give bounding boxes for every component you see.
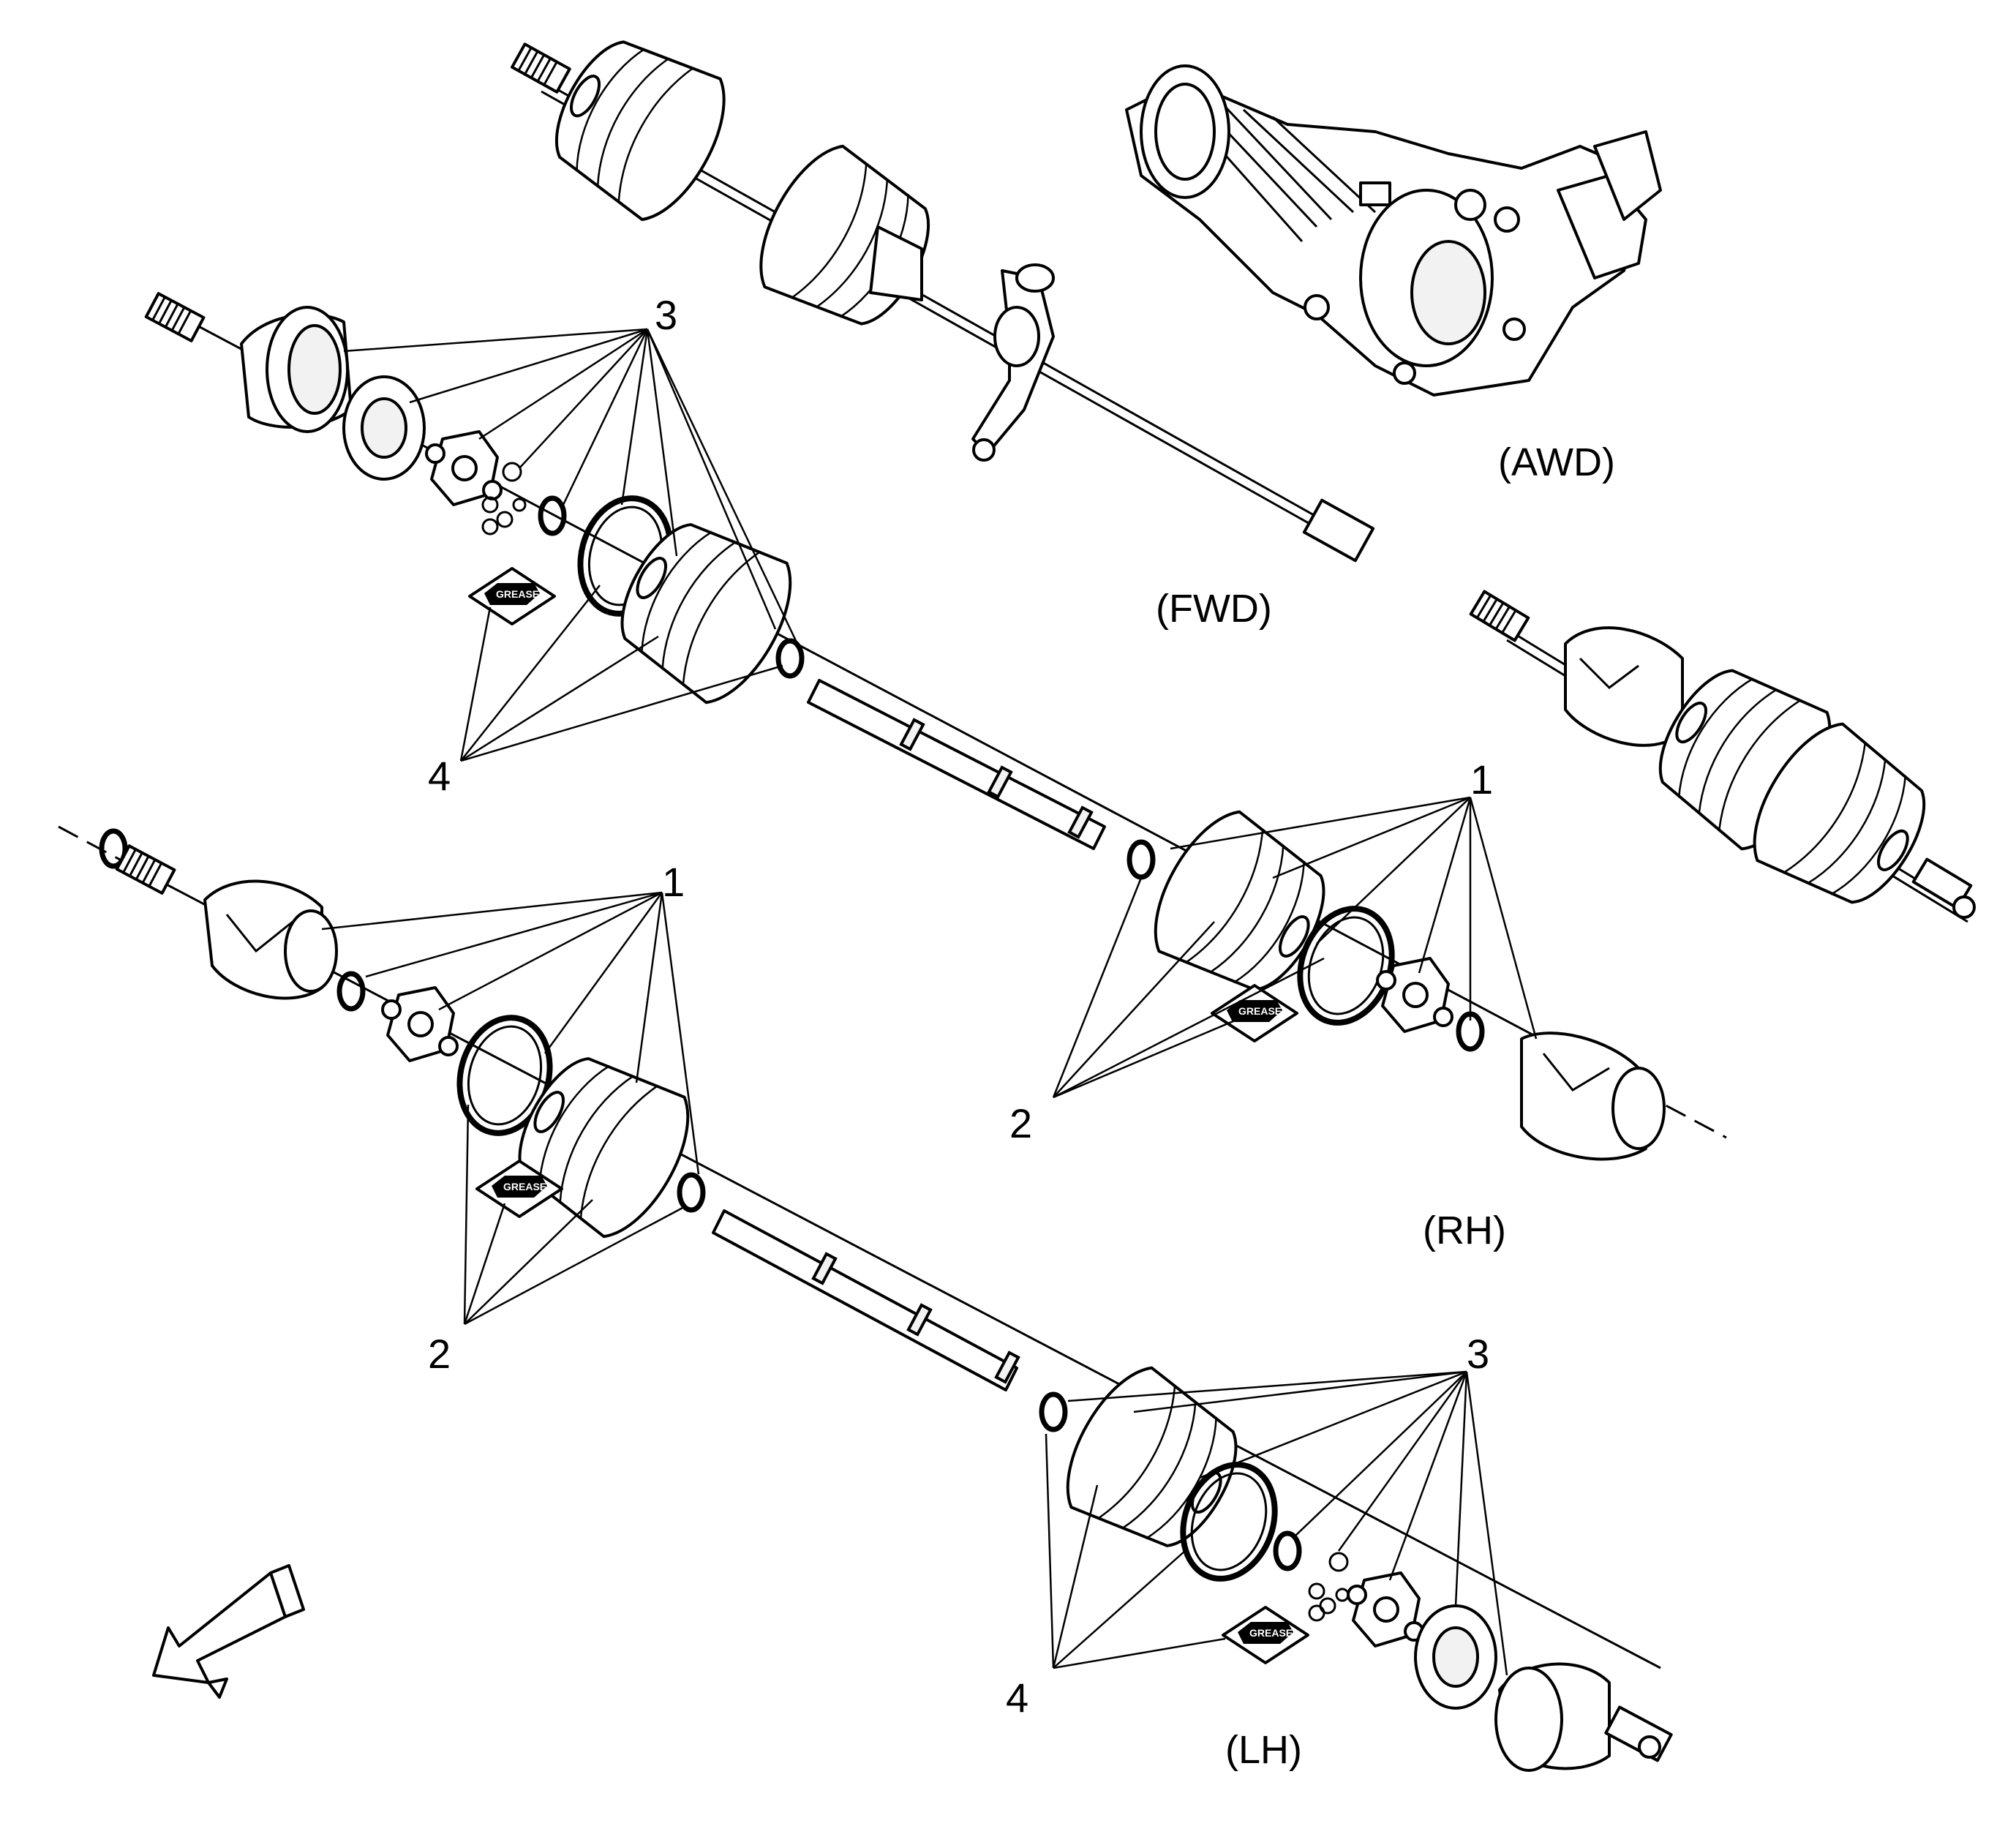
fwd-axle-assembly	[511, 17, 1375, 563]
lh-axle-exploded	[58, 825, 1673, 1772]
rh-caption: (RH)	[1423, 1209, 1506, 1252]
callout-3-leaders	[1067, 1370, 1508, 1676]
callout-number: 3	[655, 292, 677, 338]
callout-4-leaders	[459, 585, 783, 762]
callout-number: 1	[1470, 756, 1493, 803]
callout-number: 1	[662, 859, 685, 905]
callout-number: 2	[1009, 1100, 1032, 1146]
callout-3-leaders	[343, 328, 799, 645]
callout-4-leaders	[1045, 1433, 1226, 1669]
fwd-caption: (FWD)	[1156, 587, 1272, 631]
callout-2-leaders	[1052, 877, 1325, 1099]
lh-caption: (LH)	[1225, 1728, 1302, 1772]
callout-1-leaders	[1170, 796, 1538, 1040]
front-direction-arrow-icon	[152, 1564, 305, 1699]
callout-1-leaders	[321, 891, 700, 1175]
grease-packet-icon	[1222, 1606, 1309, 1664]
callout-number: 4	[428, 753, 451, 799]
rh-axle-assembled	[1469, 590, 1976, 928]
callout-number: 4	[1006, 1675, 1028, 1721]
awd-rear-drive-module	[1125, 64, 1662, 397]
awd-caption: (AWD)	[1498, 440, 1615, 484]
rh-axle-exploded	[146, 293, 1727, 1161]
callout-number: 3	[1467, 1331, 1489, 1377]
grease-packet-icon	[468, 567, 556, 625]
callout-number: 2	[428, 1331, 451, 1377]
callout-2-leaders	[463, 1104, 685, 1326]
